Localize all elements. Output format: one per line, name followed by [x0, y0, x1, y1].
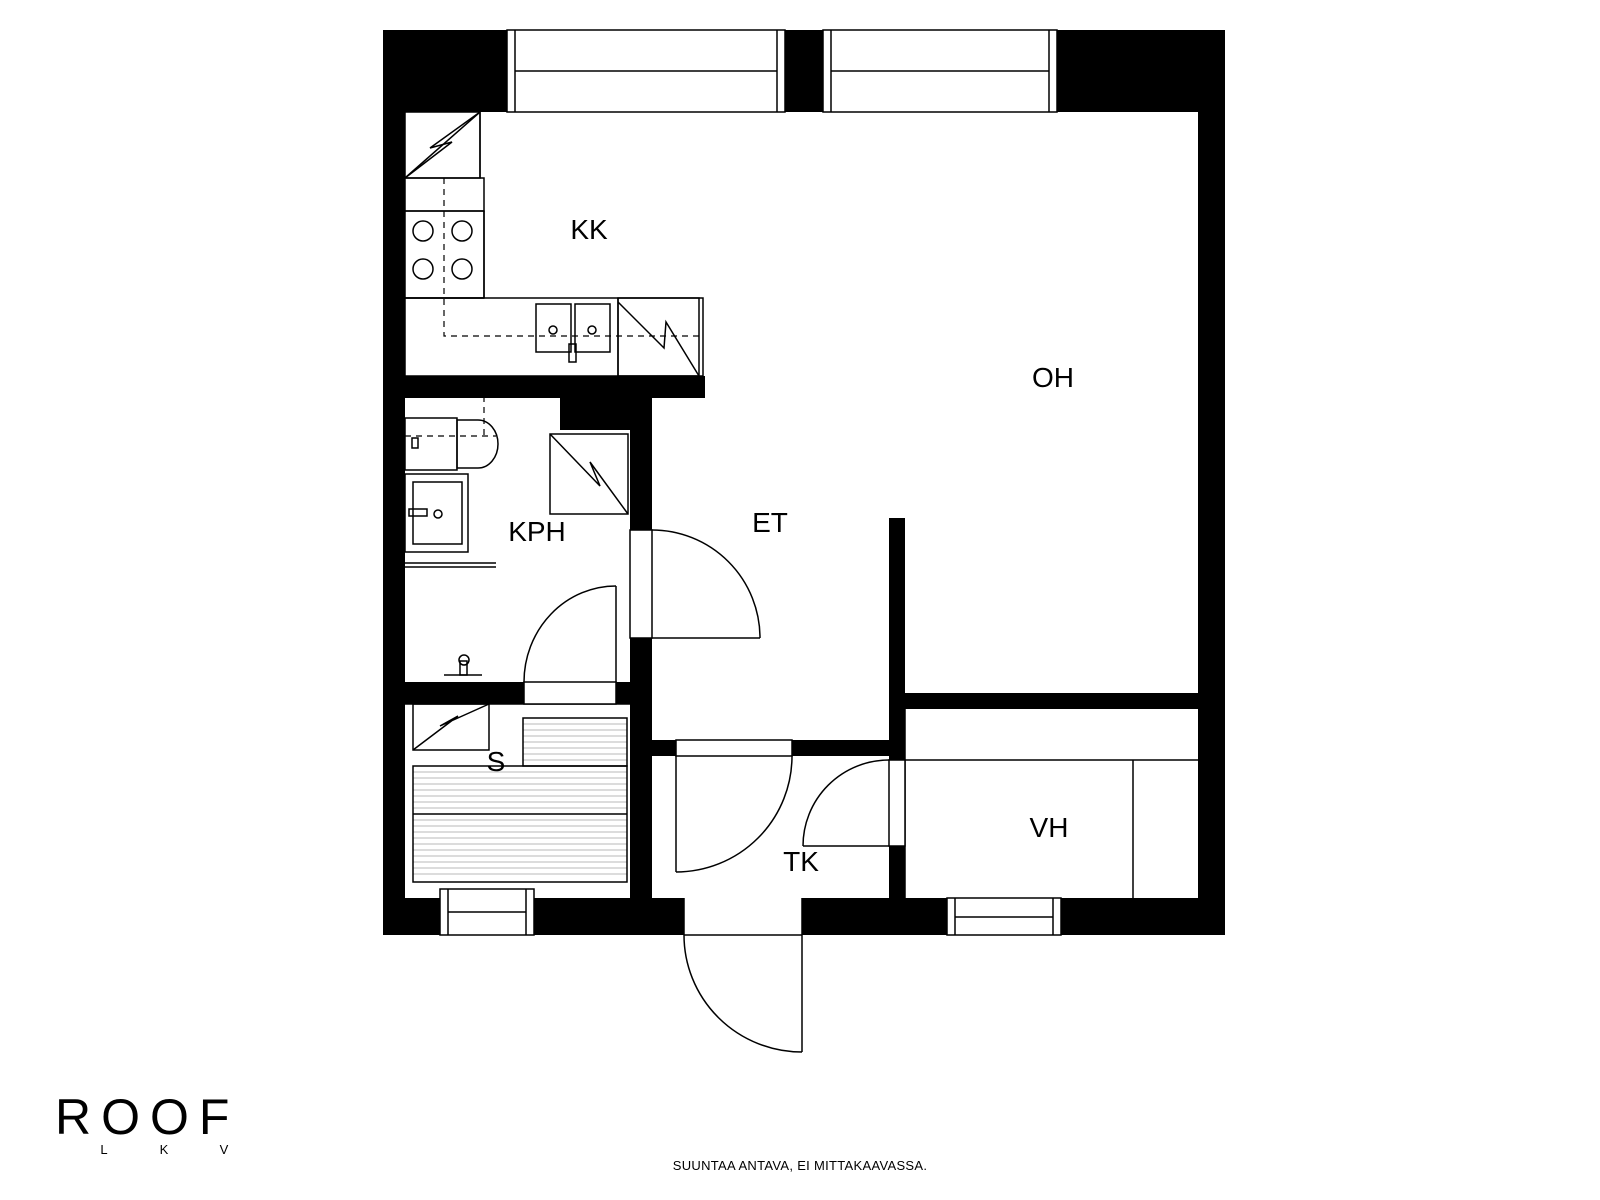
door-vh	[802, 759, 906, 847]
room-label-vh: VH	[1030, 812, 1069, 843]
logo-sub-letter-2: K	[160, 1142, 169, 1157]
door-bathroom-sauna	[523, 585, 617, 705]
disclaimer-note: SUUNTAA ANTAVA, EI MITTAKAAVASSA.	[673, 1158, 928, 1173]
kitchen-sink-icon	[535, 303, 611, 363]
door-tk	[675, 739, 793, 873]
room-label-tk: TK	[783, 846, 819, 877]
sauna-bench-slats	[413, 723, 627, 875]
top-windows	[506, 29, 1058, 113]
sauna-fixtures	[405, 703, 630, 883]
shower-icon	[444, 654, 482, 676]
room-labels: KK OH KPH ET S TK VH	[487, 214, 1074, 877]
wardrobe-fixtures	[904, 709, 1198, 898]
toilet-icon	[404, 417, 499, 471]
outer-walls	[383, 30, 1225, 935]
washbasin-icon	[404, 473, 469, 553]
logo-sub-letter-3: V	[220, 1142, 229, 1157]
door-entrance	[683, 934, 803, 1053]
door-et-bathroom	[629, 529, 761, 639]
room-label-kk: KK	[570, 214, 608, 245]
logo-wordmark: ROOF	[55, 1089, 239, 1145]
doors	[523, 529, 906, 1053]
logo-sub-letter-1: L	[100, 1142, 107, 1157]
bathroom-fixtures	[404, 396, 629, 676]
room-label-s: S	[487, 746, 506, 777]
roof-lkv-logo: ROOF L K V	[55, 1089, 239, 1157]
room-label-et: ET	[752, 507, 788, 538]
interior-walls	[383, 376, 1198, 898]
stove-icon	[412, 220, 473, 280]
bottom-windows	[439, 888, 1062, 936]
room-label-oh: OH	[1032, 362, 1074, 393]
room-label-kph: KPH	[508, 516, 566, 547]
kitchen-fixtures	[404, 111, 704, 377]
